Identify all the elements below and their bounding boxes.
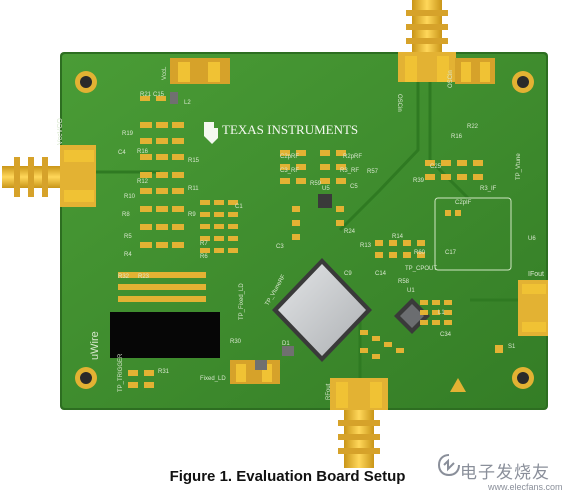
watermark-text: 电子发烧友 — [460, 463, 550, 482]
label-r7: R7 — [200, 241, 208, 247]
label-c15: C15 — [153, 92, 165, 98]
label-l1: L1 — [438, 310, 445, 316]
watermark: 电子发烧友 www.elecfans.com — [438, 452, 573, 500]
watermark-logo-icon — [438, 454, 460, 476]
label-oscin: OSCin — [396, 94, 402, 112]
label-r16: R16 — [137, 149, 149, 155]
label-r39: R39 — [413, 178, 425, 184]
sma-footprint-top-right — [455, 58, 495, 84]
label-r23: R23 — [138, 274, 150, 280]
label-ifout: IFout — [528, 271, 544, 278]
figure-caption: Figure 1. Evaluation Board Setup — [169, 468, 406, 485]
label-r30: R30 — [230, 339, 242, 345]
label-r22: R22 — [467, 124, 479, 130]
esd-warning-icon — [450, 378, 466, 392]
sma-footprint-top-left — [170, 58, 230, 84]
sma-footprint-bottom-left — [230, 360, 280, 384]
label-vccvco: VccVCO — [57, 118, 64, 145]
label-fixed-ld: Fixed_LD — [200, 376, 226, 382]
label-r10: R10 — [124, 194, 136, 200]
label-c1: C1 — [235, 204, 243, 210]
sma-connector-bottom — [330, 378, 388, 468]
label-c2pif: C2pIF — [455, 200, 472, 206]
smd-components — [118, 92, 503, 388]
ti-logo-icon — [204, 122, 218, 144]
label-r24: R24 — [344, 229, 356, 235]
label-c4: C4 — [118, 150, 126, 156]
label-r19: R19 — [122, 131, 134, 137]
label-c3: C3 — [276, 244, 284, 250]
label-u5: U5 — [322, 186, 330, 192]
label-oscin-alt: OSCin — [448, 70, 454, 88]
label-l2: L2 — [184, 100, 191, 106]
main-ic — [272, 258, 372, 362]
label-r57: R57 — [367, 169, 379, 175]
label-tp-trigger: TP_TRIGGER — [118, 353, 124, 392]
label-uwire: uWire — [89, 331, 101, 360]
label-r59: R59 — [310, 181, 322, 187]
label-c34: C34 — [440, 332, 452, 338]
label-r3rf: R3_RF — [340, 168, 359, 174]
label-r31: R31 — [158, 369, 170, 375]
label-s1: S1 — [508, 344, 516, 350]
vco-module-outline — [434, 197, 512, 271]
label-c14: C14 — [375, 271, 387, 277]
sma-connector-top — [398, 0, 456, 82]
label-r16b: R16 — [451, 134, 463, 140]
label-u1: U1 — [407, 288, 415, 294]
label-r3if: R3_IF — [480, 186, 497, 192]
label-c2prf: C2pRF — [280, 154, 299, 160]
label-r8: R8 — [122, 212, 130, 218]
label-r60: R60 — [414, 250, 426, 256]
label-r2prf: R2pRF — [343, 154, 362, 160]
label-c25: C25 — [430, 164, 442, 170]
label-tp-vtune: TP_Vtune — [516, 153, 522, 180]
label-r14: R14 — [392, 234, 404, 240]
label-r6: R6 — [200, 254, 208, 260]
label-u6: U6 — [528, 236, 536, 242]
label-r11: R11 — [188, 186, 199, 192]
blanked-region — [110, 312, 220, 358]
label-c9: C9 — [344, 271, 352, 277]
watermark-url: www.elecfans.com — [488, 482, 563, 492]
label-r13: R13 — [360, 243, 372, 249]
label-rfout: RFout — [326, 383, 332, 400]
label-r32: R32 — [118, 274, 130, 280]
label-d1: D1 — [282, 341, 290, 347]
label-r9: R9 — [188, 212, 196, 218]
sma-footprint-right — [518, 280, 548, 336]
label-r21: R21 — [140, 92, 152, 98]
label-r12: R12 — [137, 179, 149, 185]
label-r5: R5 — [124, 234, 132, 240]
label-tp-cpout: TP_CPOUT — [405, 266, 437, 272]
sma-connector-left — [2, 145, 96, 207]
label-r15: R15 — [188, 158, 200, 164]
label-r4: R4 — [124, 252, 132, 258]
label-r58: R58 — [398, 279, 410, 285]
label-vccl: VccL — [162, 66, 168, 80]
label-tp-fixed: TP_Fixed_LD — [239, 283, 245, 320]
label-c5: C5 — [350, 184, 358, 190]
brand-text: TEXAS INSTRUMENTS — [222, 122, 358, 137]
label-c17: C17 — [445, 250, 457, 256]
mounting-holes — [75, 71, 534, 389]
label-c3rf: C3_RF — [280, 168, 299, 174]
